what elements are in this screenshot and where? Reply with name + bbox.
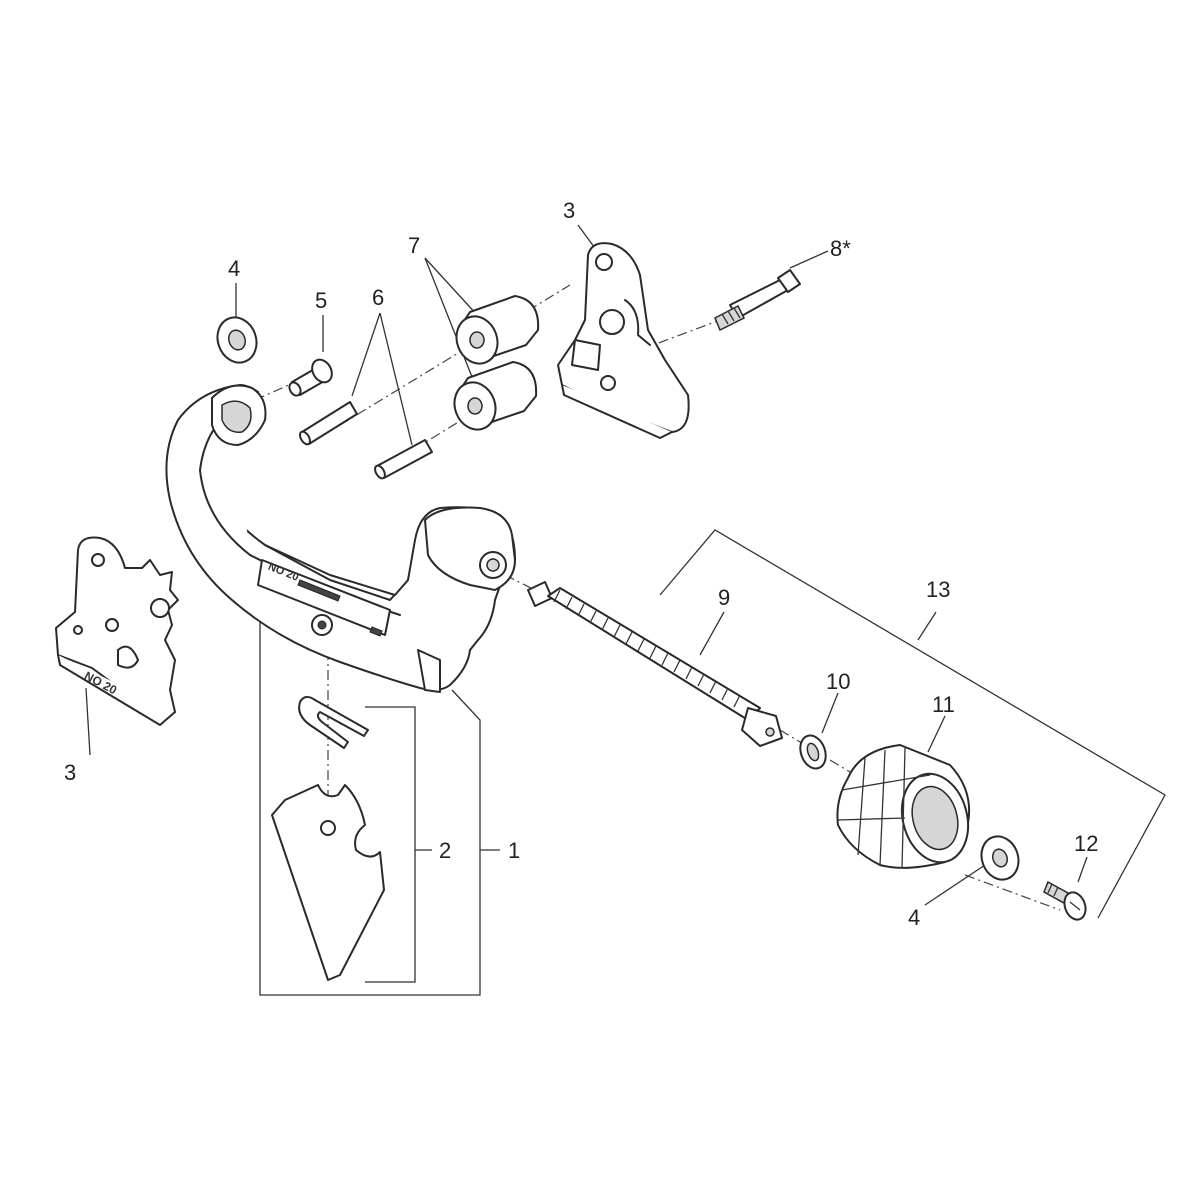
dowel-pins [298,401,433,480]
callout-labels: 1 2 3 3 4 4 5 6 7 8* 9 10 11 12 13 [64,198,1098,930]
callout-4-upper: 4 [228,256,240,281]
roller-carriage [557,242,690,439]
cutter-frame: NO 20 [165,384,516,693]
knob-screw [1043,880,1087,921]
callout-5: 5 [315,288,327,313]
feed-screw-threads [553,589,741,708]
callout-6: 6 [372,285,384,310]
washer-upper [216,316,258,364]
deburr-kit [271,696,385,981]
callout-9: 9 [718,585,730,610]
callout-13: 13 [926,577,950,602]
axle-pin-short [288,358,333,397]
feed-screw [527,581,783,747]
callout-3-left: 3 [64,760,76,785]
callout-12: 12 [1074,831,1098,856]
thrust-washer [799,734,827,770]
feed-knob [836,744,971,869]
callout-7: 7 [408,233,420,258]
callout-4-lower: 4 [908,905,920,930]
callout-10: 10 [826,669,850,694]
callout-8-star: 8* [830,236,851,261]
end-plate-left: NO 20 [55,536,179,726]
callout-2: 2 [439,838,451,863]
washer-lower [980,835,1020,881]
rollers [453,295,540,431]
bracket-lines [85,224,1166,996]
callout-3-right: 3 [563,198,575,223]
callout-11: 11 [932,692,955,717]
callout-1: 1 [508,838,520,863]
carriage-bolt [714,269,801,332]
